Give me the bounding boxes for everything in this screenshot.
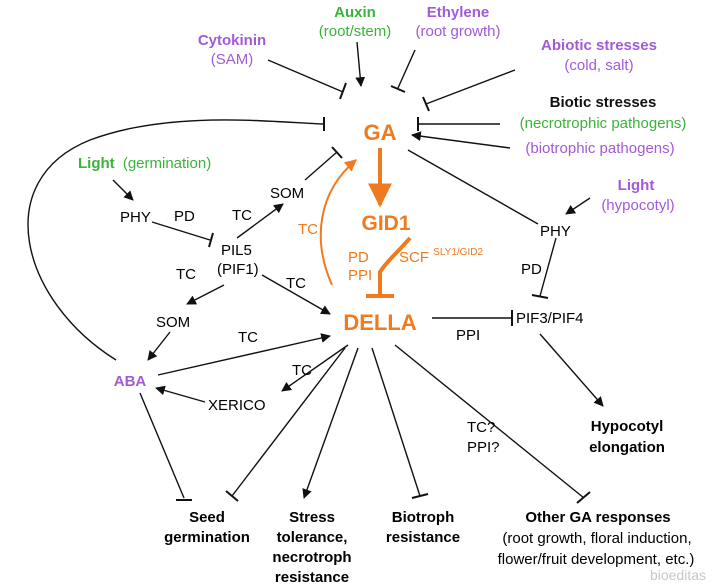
della-other-inhibit-line <box>394 344 585 499</box>
necro-label: (necrotrophic pathogens) <box>520 115 687 132</box>
tc-orange-label: TC <box>298 221 318 238</box>
aba-della-arrow <box>157 333 331 376</box>
della-ga-curved-arrow <box>319 159 357 286</box>
della-stress-arrow <box>302 347 359 499</box>
pd-left-label: PD <box>174 208 195 225</box>
light-germ-word: Light <box>78 155 115 172</box>
scf-main: SCF <box>399 249 429 266</box>
ga-label: GA <box>364 120 397 145</box>
ga-phy-line <box>407 149 539 225</box>
pil5-som-top-arrow <box>236 203 284 239</box>
cytokinin-ga-inhibit-line <box>267 59 344 93</box>
auxin-ga-arrow <box>355 41 366 87</box>
som-bottom-label: SOM <box>156 314 190 331</box>
other-label-2: (root growth, floral induction, <box>502 530 691 547</box>
ethylene-ga-bar <box>390 85 406 93</box>
tc-pil5-della-label: TC <box>286 275 306 292</box>
della-label: DELLA <box>343 310 416 335</box>
som-top-label: SOM <box>270 185 304 202</box>
stress-label-2: tolerance, <box>277 529 348 546</box>
della-xerico-arrow <box>281 344 349 392</box>
biotro-label: (biotrophic pathogens) <box>525 140 674 157</box>
hypo-label-1: Hypocotyl <box>591 418 664 435</box>
della-biotroph-inhibit-line <box>371 347 421 497</box>
della-other-bar <box>576 491 591 504</box>
phy-pil5-inhibit-line <box>151 221 211 241</box>
pd-center-label: PD <box>348 249 369 266</box>
gid1-label: GID1 <box>361 212 410 235</box>
aba-seed-inhibit-line <box>139 392 185 499</box>
light-hypo-label: Light <box>618 177 655 194</box>
aba-label: ABA <box>114 373 147 390</box>
tc-q-label: TC? <box>467 419 495 436</box>
watermark-text: bioeditas <box>650 567 706 583</box>
light-germ-sub: (germination) <box>123 155 211 172</box>
pif34-label: PIF3/PIF4 <box>516 310 584 327</box>
pd-right-label: PD <box>521 261 542 278</box>
cytokinin-ga-bar <box>339 82 347 100</box>
seed-label-2: germination <box>164 529 250 546</box>
stress-label-4: resistance <box>275 569 349 586</box>
auxin-label: Auxin <box>334 4 376 21</box>
stress-label-3: necrotroph <box>272 549 351 566</box>
aba-ga-loop-line <box>27 119 324 361</box>
light-phy-right-arrow <box>565 197 591 215</box>
seed-label-1: Seed <box>189 509 225 526</box>
della-biotroph-bar <box>411 493 429 499</box>
biotroph-label-2: resistance <box>386 529 460 546</box>
biotic-label: Biotic stresses <box>550 94 657 111</box>
della-seed-bar <box>225 490 239 502</box>
abiotic-ga-bar <box>422 96 430 112</box>
som-aba-arrow <box>147 331 171 361</box>
xerico-aba-arrow <box>155 385 206 403</box>
abiotic-label: Abiotic stresses <box>541 37 657 54</box>
scf-label: SCF SLY1/GID2 <box>399 247 483 266</box>
tc-pil5-som-label: TC <box>232 207 252 224</box>
pif1-label: (PIF1) <box>217 261 259 278</box>
light-phy-arrow <box>112 179 134 201</box>
phy-pif-inhibit-line <box>539 237 557 297</box>
phy-pil5-bar <box>208 232 214 248</box>
tc-xerico-label: TC <box>292 362 312 379</box>
xerico-label: XERICO <box>208 397 266 414</box>
ppi-center-label: PPI <box>348 267 372 284</box>
stress-label-1: Stress <box>289 509 335 526</box>
scf-sup: SLY1/GID2 <box>433 247 483 258</box>
ethylene-label: Ethylene <box>427 4 490 21</box>
pil5-label: PIL5 <box>221 242 252 259</box>
ethylene-ga-inhibit-line <box>397 49 416 89</box>
abiotic-sub-label: (cold, salt) <box>564 57 633 74</box>
biotro-ga-arrow <box>411 131 511 149</box>
ppi-q-label: PPI? <box>467 439 500 456</box>
other-label-1: Other GA responses <box>525 509 670 526</box>
light-hypo-sub-label: (hypocotyl) <box>601 197 674 214</box>
light-germ-label: Light (germination) <box>78 155 211 172</box>
ethylene-sub-label: (root growth) <box>415 23 500 40</box>
phy-pif-bar <box>531 294 549 299</box>
cytokinin-label: Cytokinin <box>198 32 266 49</box>
auxin-sub-label: (root/stem) <box>319 23 392 40</box>
som-ga-bar <box>331 146 343 159</box>
tc-pil5-down-label: TC <box>176 266 196 283</box>
della-seed-inhibit-line <box>231 347 346 497</box>
pil5-som-bottom-arrow <box>186 284 225 305</box>
ppi-pif-label: PPI <box>456 327 480 344</box>
som-ga-inhibit-line <box>304 151 338 181</box>
abiotic-ga-inhibit-line <box>425 69 516 105</box>
phy-right-label: PHY <box>540 223 571 240</box>
biotroph-label-1: Biotroph <box>392 509 454 526</box>
other-label-3: flower/fruit development, etc.) <box>498 551 695 568</box>
tc-aba-della-label: TC <box>238 329 258 346</box>
phy-left-label: PHY <box>120 209 151 226</box>
pil5-della-arrow <box>261 274 331 315</box>
hypo-label-2: elongation <box>589 439 665 456</box>
cytokinin-sub-label: (SAM) <box>211 51 254 68</box>
gid1-della-inhibit-curve <box>378 236 412 294</box>
pif-hypo-arrow <box>539 333 604 407</box>
